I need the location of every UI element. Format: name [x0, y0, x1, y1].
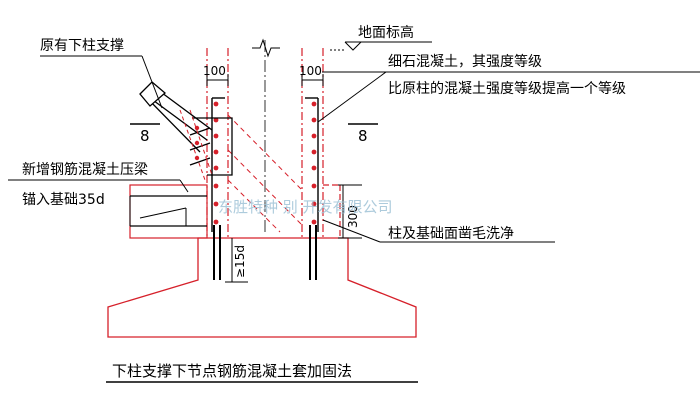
brace-bolts: [194, 125, 200, 161]
ground-level-mark: [330, 41, 432, 51]
label-original-brace: 原有下柱支撑: [40, 38, 124, 54]
label-new-beam: 新增钢筋混凝土压梁: [22, 161, 148, 178]
label-fine-concrete-1: 细石混凝土，其强度等级: [388, 53, 542, 70]
dim-100-lines: [206, 74, 324, 86]
label-dim-100-left: 100: [203, 64, 226, 78]
foundation-outline: [107, 237, 417, 338]
label-dim-100-right: 100: [299, 64, 322, 78]
column-hatch: [227, 114, 303, 239]
dim-300-lines: [338, 184, 362, 239]
brace-hatch: [179, 109, 213, 181]
label-section-left: 8: [140, 127, 150, 145]
break-mark: [252, 38, 280, 58]
label-dim-300: 300: [346, 205, 360, 228]
new-beam: [129, 184, 208, 239]
drawing-caption: 下柱支撑下节点钢筋混凝土套加固法: [112, 362, 352, 380]
label-ground-level: 地面标高: [358, 24, 414, 41]
brace-member: [139, 81, 233, 176]
label-dim-15d: ≥15d: [233, 245, 247, 278]
rebar-dots: [213, 101, 317, 225]
jacket-edges: [211, 97, 319, 232]
anchor-rebars: [213, 225, 317, 280]
label-anchor: 锚入基础35d: [22, 191, 105, 208]
label-roughen: 柱及基础面凿毛洗净: [388, 225, 514, 242]
leader-lines: [8, 55, 700, 243]
label-section-right: 8: [358, 127, 368, 145]
label-fine-concrete-2: 比原柱的混凝土强度等级提高一个等级: [388, 80, 626, 97]
dim-15d-lines: [225, 238, 248, 283]
watermark-text: 东胜特种 别 开发有限公司: [218, 198, 393, 216]
